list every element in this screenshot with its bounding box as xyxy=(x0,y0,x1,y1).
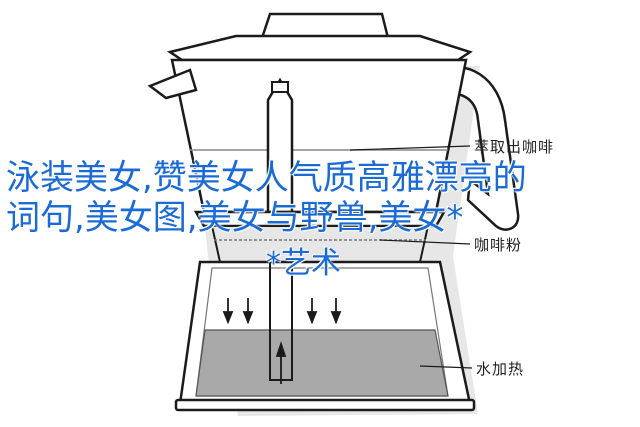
leader-water xyxy=(419,365,473,369)
boiler-base xyxy=(174,398,476,412)
title-line-2: 词句,美女图,美女与野兽,美女* xyxy=(6,198,464,238)
label-coffee: 萃取出咖啡 xyxy=(474,138,555,156)
seal-band xyxy=(193,210,447,228)
water-rise-arrow xyxy=(275,341,287,384)
lid xyxy=(166,34,473,62)
title-line-3: *艺术 xyxy=(266,246,341,281)
spout xyxy=(147,68,198,100)
pressure-arrows xyxy=(222,298,342,325)
leader-coffee xyxy=(349,145,471,151)
water-fill xyxy=(195,329,449,397)
column-cap xyxy=(271,81,289,93)
label-powder: 咖啡粉 xyxy=(474,236,523,254)
title-line-1: 泳装美女,赞美女人气质高雅漂亮的 xyxy=(6,158,527,198)
label-water: 水加热 xyxy=(476,360,525,378)
leader-powder xyxy=(379,239,471,245)
lid-knob xyxy=(260,12,390,40)
handle xyxy=(428,65,520,231)
